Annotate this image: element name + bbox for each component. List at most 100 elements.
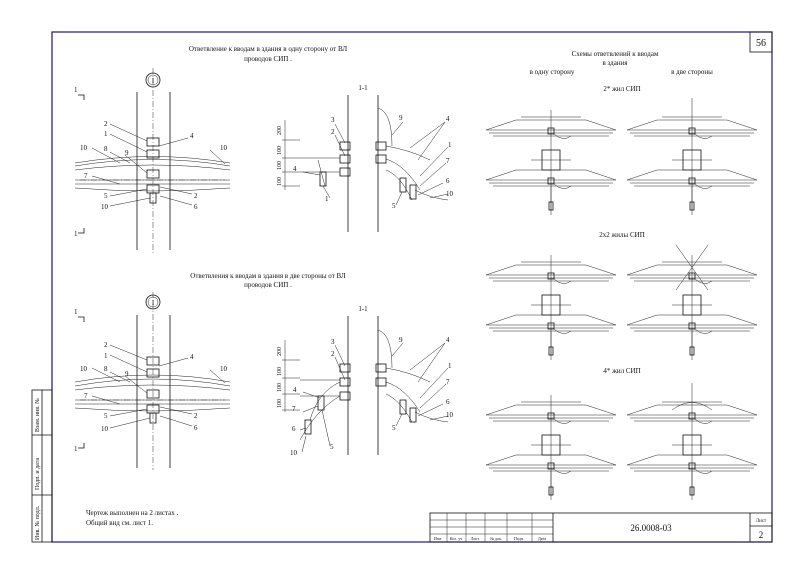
svg-text:2: 2 bbox=[104, 120, 108, 128]
schemes-title-line2: в здания bbox=[602, 59, 628, 67]
doc-number: 26.0008-03 bbox=[630, 523, 672, 533]
svg-text:4: 4 bbox=[293, 386, 297, 394]
svg-text:100: 100 bbox=[277, 367, 283, 376]
svg-text:2: 2 bbox=[194, 192, 198, 200]
svg-text:100: 100 bbox=[277, 177, 283, 186]
svg-text:9: 9 bbox=[125, 370, 129, 378]
top-side-view: 200 100 100 100 bbox=[277, 95, 449, 232]
tb-header-doc: № док. bbox=[490, 536, 502, 541]
svg-text:4: 4 bbox=[446, 115, 450, 123]
col-one-side: в одну сторону bbox=[530, 68, 575, 76]
top-front-view bbox=[74, 68, 231, 255]
tb-header-kol: Кол. уч bbox=[450, 536, 462, 541]
top-title-line2: проводов СИП . bbox=[244, 55, 292, 63]
svg-text:2: 2 bbox=[331, 128, 335, 136]
top-cut-marks: 1 1 bbox=[74, 86, 85, 238]
svg-text:1: 1 bbox=[104, 130, 108, 138]
svg-text:3: 3 bbox=[331, 116, 335, 124]
sheet-label: Лист bbox=[756, 519, 767, 524]
svg-text:5: 5 bbox=[104, 412, 108, 420]
svg-text:4: 4 bbox=[446, 336, 450, 344]
svg-text:10: 10 bbox=[80, 144, 88, 152]
bottom-front-callouts: 2 1 10 8 9 7 5 10 4 10 2 6 bbox=[80, 341, 228, 433]
svg-text:4: 4 bbox=[190, 132, 194, 140]
top-side-callouts: 3 2 9 4 1 7 6 10 4 1 5 bbox=[293, 114, 454, 210]
bottom-view-label: 1-1 bbox=[358, 305, 368, 313]
note-line1: Чертеж выполнен на 2 листах . bbox=[86, 509, 179, 517]
svg-text:7: 7 bbox=[292, 405, 296, 413]
sheet-number: 56 bbox=[756, 38, 766, 49]
stamp-sign-date: Подп. и дата bbox=[35, 458, 41, 490]
svg-text:100: 100 bbox=[277, 399, 283, 408]
svg-text:9: 9 bbox=[125, 149, 129, 157]
svg-text:100: 100 bbox=[277, 161, 283, 170]
tb-header-date: Дата bbox=[538, 536, 546, 541]
svg-text:10: 10 bbox=[220, 365, 228, 373]
svg-text:1: 1 bbox=[448, 362, 452, 370]
bottom-side-callouts: 3 2 9 4 1 7 6 10 4 7 6 10 5 5 bbox=[290, 336, 454, 457]
sheet-value: 2 bbox=[759, 530, 764, 540]
bottom-title-line1: Ответвления к вводам в здания в две стор… bbox=[190, 272, 346, 280]
svg-text:7: 7 bbox=[84, 392, 88, 400]
svg-text:10: 10 bbox=[101, 425, 109, 433]
group3-label: 4* жил СИП bbox=[603, 367, 640, 375]
scheme-group1-two-sides bbox=[626, 98, 758, 216]
svg-text:10: 10 bbox=[80, 365, 88, 373]
bottom-cut-marks: 1 1 bbox=[74, 308, 85, 453]
tb-header-list: Лист bbox=[471, 536, 480, 541]
svg-text:5: 5 bbox=[392, 202, 396, 210]
svg-text:6: 6 bbox=[446, 398, 450, 406]
top-view-label: 1-1 bbox=[358, 84, 368, 92]
stamp-replace-inv: Взам. инв. № bbox=[35, 398, 41, 432]
svg-text:5: 5 bbox=[330, 443, 334, 451]
svg-text:200: 200 bbox=[277, 126, 283, 135]
svg-text:4: 4 bbox=[190, 353, 194, 361]
svg-text:6: 6 bbox=[446, 177, 450, 185]
svg-text:7: 7 bbox=[84, 172, 88, 180]
svg-text:9: 9 bbox=[399, 336, 403, 344]
svg-text:10: 10 bbox=[220, 144, 228, 152]
scheme-group2-one-side bbox=[485, 254, 617, 361]
drawing-frame bbox=[51, 31, 773, 543]
svg-text:5: 5 bbox=[392, 424, 396, 432]
svg-text:2: 2 bbox=[331, 350, 335, 358]
svg-text:3: 3 bbox=[331, 338, 335, 346]
svg-text:10: 10 bbox=[446, 411, 454, 419]
schemes-title-line1: Схемы ответвлений к вводам bbox=[572, 50, 659, 58]
svg-text:6: 6 bbox=[194, 203, 198, 211]
svg-text:4: 4 bbox=[293, 165, 297, 173]
svg-text:10: 10 bbox=[446, 190, 454, 198]
svg-text:8: 8 bbox=[104, 365, 108, 373]
scheme-group3-one-side bbox=[485, 394, 617, 501]
svg-text:10: 10 bbox=[101, 203, 109, 211]
bottom-title-line2: проводов СИП . bbox=[244, 281, 292, 289]
svg-text:I: I bbox=[152, 77, 155, 85]
svg-text:2: 2 bbox=[194, 412, 198, 420]
svg-text:10: 10 bbox=[290, 449, 298, 457]
svg-text:1: 1 bbox=[104, 352, 108, 360]
svg-text:1: 1 bbox=[74, 308, 78, 316]
svg-text:1: 1 bbox=[325, 195, 329, 203]
svg-text:9: 9 bbox=[399, 114, 403, 122]
svg-text:100: 100 bbox=[277, 383, 283, 392]
svg-text:1: 1 bbox=[74, 86, 78, 94]
scheme-group1-one-side bbox=[485, 109, 617, 216]
svg-text:6: 6 bbox=[292, 425, 296, 433]
bottom-front-view bbox=[74, 292, 231, 470]
svg-text:1: 1 bbox=[74, 445, 78, 453]
svg-text:200: 200 bbox=[277, 347, 283, 356]
svg-text:6: 6 bbox=[194, 424, 198, 432]
group1-label: 2* жил СИП bbox=[603, 85, 640, 93]
svg-text:I: I bbox=[152, 299, 155, 307]
title-block: Изм. Кол. уч Лист № док. Подп. Дата 26.0… bbox=[429, 512, 773, 543]
svg-text:8: 8 bbox=[104, 145, 108, 153]
col-two-sides: в две стороны bbox=[671, 68, 713, 76]
sheet-number-box bbox=[749, 31, 773, 53]
top-title-line1: Ответвление к вводам в здания в одну сто… bbox=[189, 45, 347, 53]
top-front-callouts: 2 1 10 8 9 7 5 10 4 10 2 6 bbox=[80, 120, 228, 211]
scheme-group3-two-sides bbox=[626, 383, 758, 501]
side-stamp-strip: Взам. инв. № Подп. и дата Инв. № подл. bbox=[31, 389, 53, 543]
svg-text:7: 7 bbox=[446, 157, 450, 165]
group2-label: 2х2 жилы СИП bbox=[599, 231, 645, 239]
